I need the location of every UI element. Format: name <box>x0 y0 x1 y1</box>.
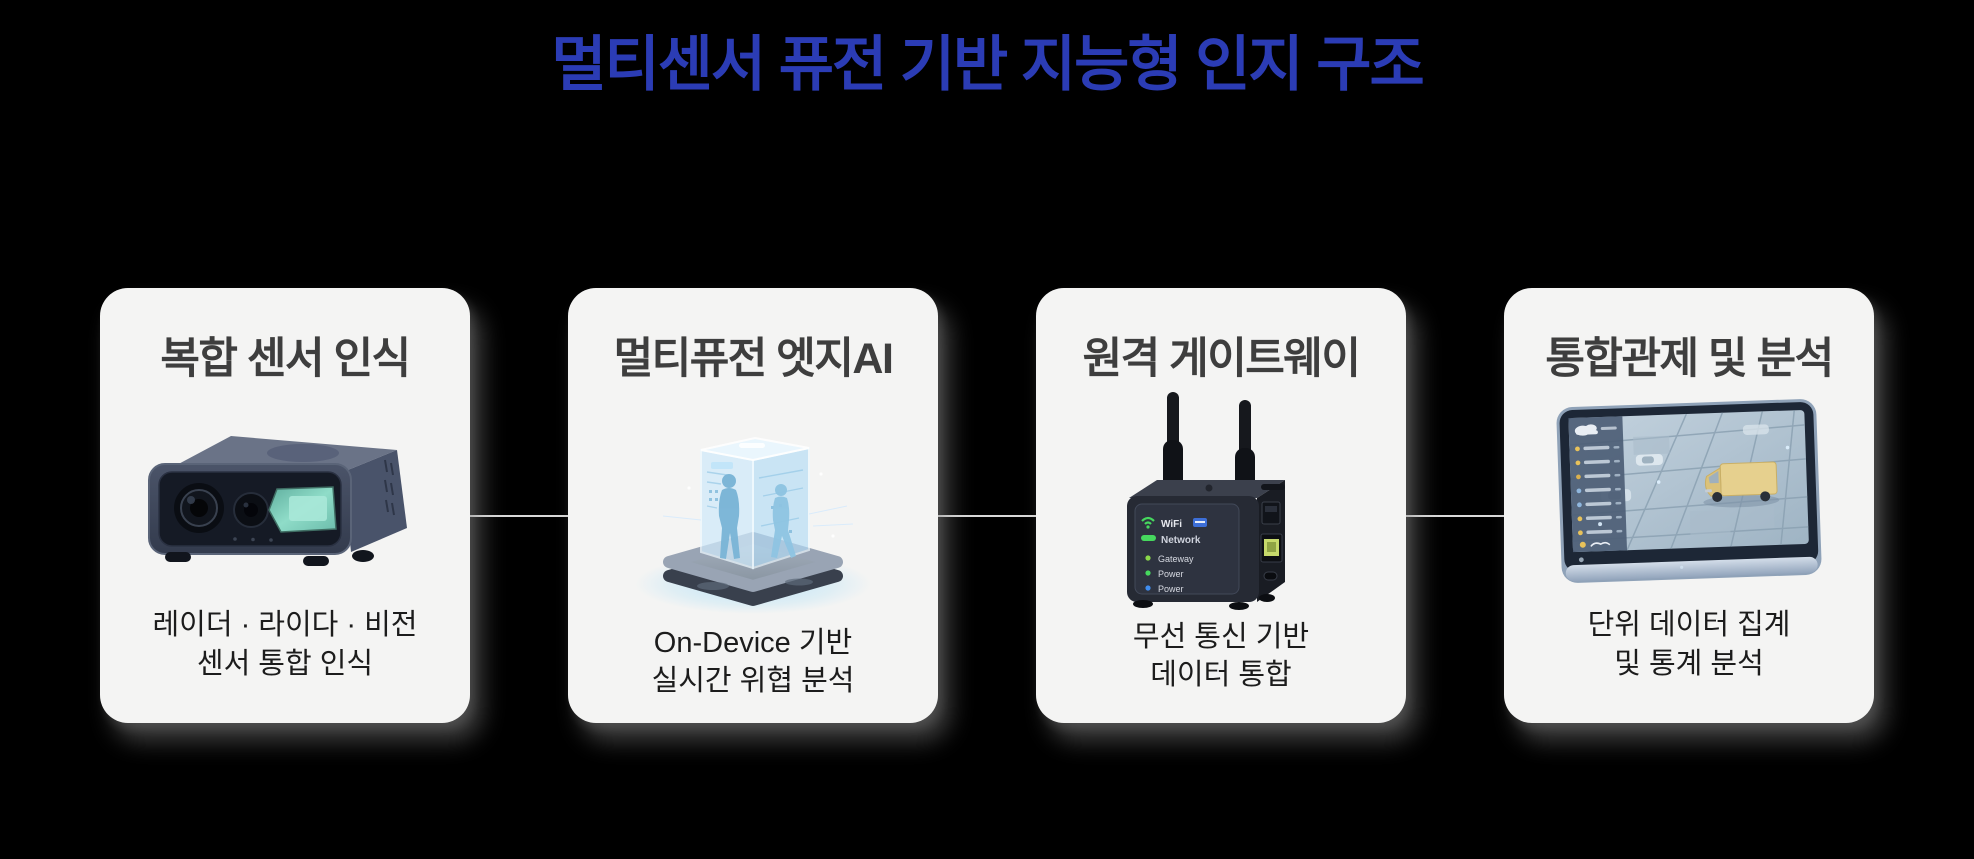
control-dashboard-tablet-icon <box>1556 399 1822 584</box>
caption-line-2: 데이터 통합 <box>1150 659 1292 692</box>
power-label-1: Power <box>1158 569 1184 579</box>
edge-ai-hologram-icon <box>635 436 871 614</box>
card-caption: 단위 데이터 집계 및 통계 분석 <box>1588 606 1791 683</box>
card-title: 통합관제 및 분석 <box>1545 335 1834 383</box>
page-title: 멀티센서 퓨전 기반 지능형 인지 구조 <box>551 31 1424 98</box>
card-title: 원격 게이트웨이 <box>1082 335 1361 383</box>
sensor-indicator-dots <box>233 537 273 543</box>
dashboard-tablet-image <box>1504 386 1874 606</box>
power-led-row-1: Power <box>1145 569 1184 579</box>
gateway-feet <box>1133 594 1275 610</box>
network-label: Network <box>1161 535 1201 546</box>
card-remote-gateway: 원격 게이트웨이 <box>1036 288 1406 723</box>
sensor-lidar-window <box>268 486 337 534</box>
gateway-led-row: Gateway <box>1145 554 1194 564</box>
sensor-lens-large <box>174 483 224 534</box>
card-title: 멀티퓨전 엣지AI <box>613 335 894 383</box>
dashboard-sidebar <box>1568 416 1628 553</box>
gateway-side-ports <box>1260 484 1285 581</box>
sensor-device-image <box>100 386 470 606</box>
power-led-row-2: Power <box>1145 584 1184 594</box>
card-caption: On-Device 기반 실시간 위협 분석 <box>652 624 855 701</box>
sensor-feet <box>165 550 374 567</box>
gateway-label: Gateway <box>1158 554 1194 564</box>
card-caption: 레이더 · 라이다 · 비전 센서 통합 인식 <box>153 606 418 683</box>
wifi-row: WiFi <box>1141 516 1207 530</box>
caption-line-2: 및 통계 분석 <box>1614 647 1764 680</box>
card-integrated-control: 통합관제 및 분석 <box>1504 288 1874 723</box>
card-multifusion-edge-ai: 멀티퓨전 엣지AI <box>568 288 938 723</box>
card-title: 복합 센서 인식 <box>160 335 411 383</box>
hologram-figure-walking <box>771 484 796 558</box>
card-connector-line <box>280 515 1688 517</box>
card-caption: 무선 통신 기반 데이터 통합 <box>1133 618 1309 695</box>
map-van <box>1703 461 1780 508</box>
caption-line-1: 무선 통신 기반 <box>1132 621 1310 653</box>
power-label-2: Power <box>1158 584 1184 594</box>
hologram-image <box>568 386 938 624</box>
wifi-label: WiFi <box>1161 519 1182 530</box>
caption-line-2: 실시간 위협 분석 <box>651 665 855 698</box>
hologram-figure-standing <box>718 474 740 559</box>
multi-sensor-camera-icon <box>148 436 407 567</box>
caption-line-1: 레이더 · 라이다 · 비전 <box>152 609 418 642</box>
cards-row: 복합 센서 인식 <box>0 288 1974 723</box>
caption-line-1: On-Device 기반 <box>653 627 853 659</box>
network-row: Network <box>1141 535 1201 546</box>
sensor-lens-small <box>233 492 269 529</box>
wireless-gateway-icon: WiFi Network Gateway Power <box>1127 392 1285 610</box>
caption-line-2: 센서 통합 인식 <box>196 647 374 680</box>
gateway-front-panel: WiFi Network Gateway Power <box>1141 516 1207 594</box>
card-composite-sensor: 복합 센서 인식 <box>100 288 470 723</box>
tablet-screen-map <box>1568 410 1809 553</box>
cloud-icon <box>1574 424 1598 436</box>
gateway-device-image: WiFi Network Gateway Power <box>1036 386 1406 618</box>
caption-line-1: 단위 데이터 집계 <box>1587 609 1791 642</box>
